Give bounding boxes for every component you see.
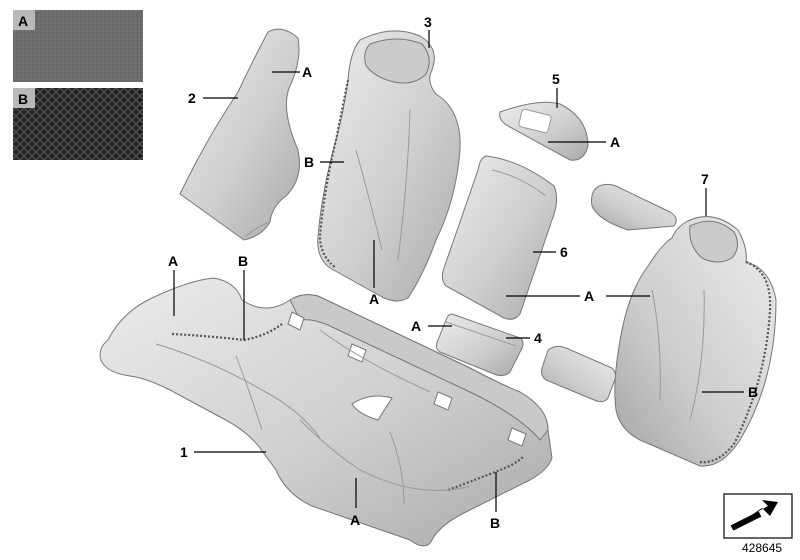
swatch-a: A (13, 10, 143, 82)
callout-3: 3 (424, 14, 432, 30)
callout-a-seat-bottom: A (350, 512, 360, 528)
callout-a-seat-left: A (168, 253, 178, 269)
part-2-side-panel (179, 28, 300, 241)
callout-7: 7 (701, 171, 709, 187)
callout-b-seat-left: B (238, 253, 248, 269)
callout-a-part-2: A (302, 64, 312, 80)
part-1-seat-cushion (99, 277, 553, 547)
callout-a-part-5: A (610, 134, 620, 150)
callout-4: 4 (534, 330, 542, 346)
callout-a-part-4: A (411, 318, 421, 334)
callout-b-part-3: B (304, 154, 314, 170)
part-6-center-panel (441, 155, 558, 320)
callout-6: 6 (560, 244, 568, 260)
part-4-block (435, 313, 524, 377)
callout-a-part-3: A (369, 291, 379, 307)
part-5-slot (518, 108, 552, 134)
orientation-arrow-box (723, 493, 793, 539)
callout-a-part-6: A (584, 288, 594, 304)
swatch-b: B (13, 88, 143, 160)
swatch-b-letter: B (18, 91, 28, 107)
swatch-b-tag (13, 88, 35, 108)
direction-arrow-icon (732, 500, 778, 528)
callout-b-part-7: B (748, 384, 758, 400)
callout-5: 5 (552, 71, 560, 87)
part-5-tab (499, 101, 589, 161)
part-3-left-backrest (317, 30, 461, 302)
leader-lines (173, 30, 744, 512)
callout-b-seat-bottom: B (490, 515, 500, 531)
callout-2: 2 (188, 90, 196, 106)
document-number: 428645 (742, 541, 782, 555)
swatch-a-letter: A (18, 13, 28, 29)
part-7-right-backrest (541, 183, 777, 467)
callout-1: 1 (180, 444, 188, 460)
swatch-a-tag (13, 10, 35, 30)
